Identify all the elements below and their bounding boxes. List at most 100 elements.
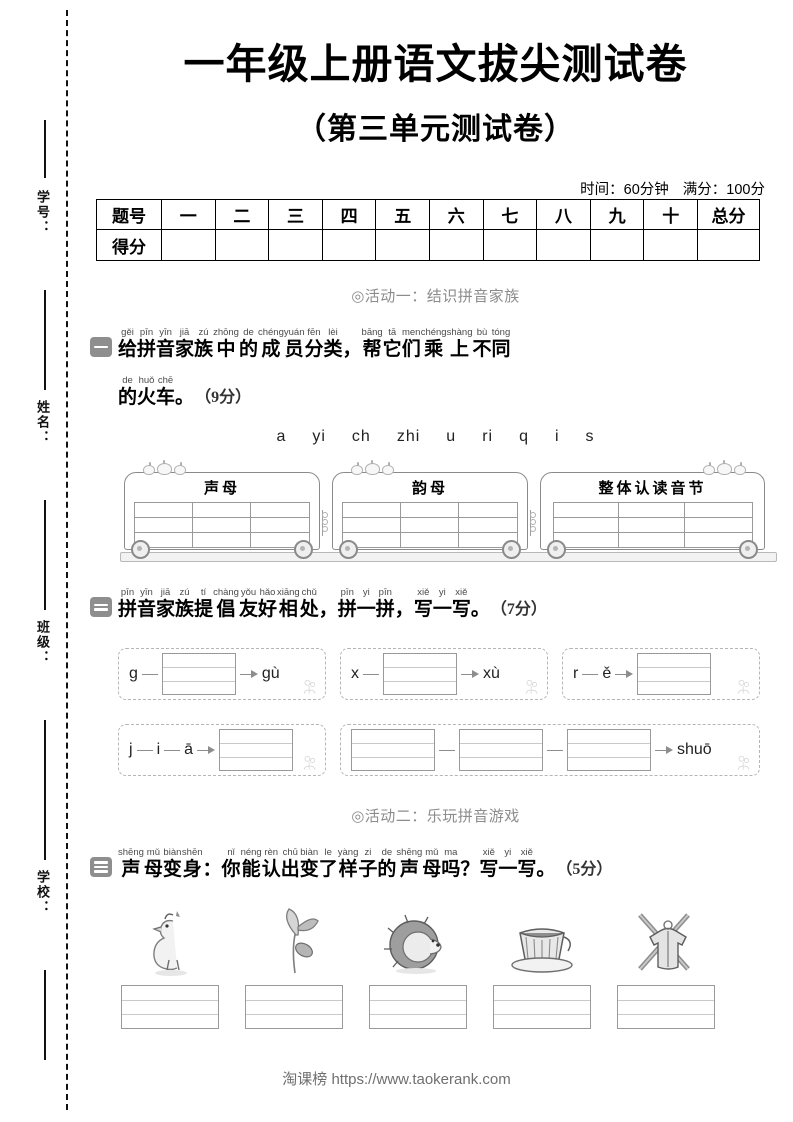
letter-chip: ri xyxy=(482,428,494,445)
answer-grid-2[interactable] xyxy=(342,502,518,548)
score-cell-6[interactable] xyxy=(429,229,484,261)
letter-chip: yi xyxy=(312,428,326,445)
spelling-item-2[interactable]: x xù xyxy=(340,648,548,700)
flower-icon xyxy=(303,679,316,694)
rail-divider xyxy=(44,970,46,1060)
train-car-initials[interactable]: 声母 xyxy=(124,460,320,559)
train-car-finals[interactable]: 韵母 xyxy=(332,460,528,559)
spelling-writebox-3[interactable] xyxy=(637,653,712,695)
score-cell-10[interactable] xyxy=(643,229,699,261)
pinyin-annotation: le xyxy=(324,847,332,858)
spelling-writebox-5a[interactable] xyxy=(351,729,435,771)
pinyin-annotation: biàn xyxy=(300,847,319,858)
train-wheel-icon xyxy=(339,540,358,559)
pinyin-annotation: nǐ xyxy=(227,847,235,858)
picture-answer-box-1[interactable] xyxy=(121,985,219,1029)
pinyin-annotation: chàng xyxy=(213,587,239,598)
pinyin-annotation: shēn xyxy=(181,847,203,858)
spelling-writebox-5c[interactable] xyxy=(567,729,651,771)
train-car-whole-syllables[interactable]: 整体认读音节 xyxy=(540,460,765,559)
question-char: 。 xyxy=(470,599,490,620)
train-car-label-1: 声母 xyxy=(203,481,240,497)
question-badge-1 xyxy=(90,337,112,357)
spelling-item-4[interactable]: j i ā xyxy=(118,724,326,776)
score-cell-5[interactable] xyxy=(375,229,430,261)
score-cell-9[interactable] xyxy=(589,229,645,261)
spelling-writebox-5b[interactable] xyxy=(459,729,543,771)
score-cell-4[interactable] xyxy=(321,229,377,261)
answer-grid-1[interactable] xyxy=(134,502,310,548)
score-cell-8[interactable] xyxy=(536,229,591,261)
pumpkin-decor-icon xyxy=(703,460,746,475)
spelling-mid-4b: ā xyxy=(184,741,194,758)
pinyin-annotation: tā xyxy=(388,327,397,338)
question-char: 乘 xyxy=(424,339,444,360)
spelling-item-1[interactable]: g gù xyxy=(118,648,326,700)
spelling-item-5[interactable]: shuō xyxy=(340,724,760,776)
spelling-writebox-4[interactable] xyxy=(219,729,294,771)
score-cell-3[interactable] xyxy=(268,229,323,261)
letter-chip: zhi xyxy=(396,428,421,445)
pinyin-annotation: zú xyxy=(179,587,190,598)
pinyin-annotation: huǒ xyxy=(138,375,155,386)
score-cell-1[interactable] xyxy=(160,229,216,261)
question-char: 家 xyxy=(156,599,176,620)
score-cell-7[interactable] xyxy=(482,229,538,261)
question-char: 。 xyxy=(175,387,195,408)
question-char: 员 xyxy=(284,339,304,360)
pinyin-annotation: tí xyxy=(200,587,207,598)
question-char: 上 xyxy=(450,339,470,360)
pinyin-annotation: zhōng xyxy=(213,327,239,338)
question-char: 它 xyxy=(382,339,402,360)
chicken-icon xyxy=(116,905,224,977)
question-char: 一 xyxy=(432,599,452,620)
picture-answer-box-3[interactable] xyxy=(369,985,467,1029)
question-char: 帮 xyxy=(362,339,382,360)
score-table: 题号 一 二 三 四 五 六 七 八 九 十 总分 得分 xyxy=(96,199,760,261)
picture-answer-box-5[interactable] xyxy=(617,985,715,1029)
pinyin-annotation: yīn xyxy=(159,327,172,338)
time-limit-label: 时间：60分钟 xyxy=(580,182,669,198)
train-rail xyxy=(120,552,777,562)
question-char: 样 xyxy=(338,859,358,880)
answer-grid-3[interactable] xyxy=(552,502,753,548)
question-char: ， xyxy=(394,599,414,620)
pinyin-annotation: biàn xyxy=(163,847,182,858)
exam-meta: 时间：60分钟 满分：100分 xyxy=(570,178,765,199)
score-cell-2[interactable] xyxy=(214,229,270,261)
picture-answer-box-2[interactable] xyxy=(245,985,343,1029)
question-char: 的 xyxy=(377,859,397,880)
spelling-writebox-2[interactable] xyxy=(383,653,457,695)
pinyin-annotation: tóng xyxy=(491,327,511,338)
cut-line xyxy=(66,10,68,1110)
score-cell-total[interactable] xyxy=(697,229,760,261)
spelling-writebox-1[interactable] xyxy=(161,653,236,695)
question-char: 能 xyxy=(241,859,261,880)
spelling-item-3[interactable]: r ě xyxy=(562,648,760,700)
score-table-col-2: 二 xyxy=(214,199,270,230)
question-char: 吗 xyxy=(441,859,461,880)
picture-answer-box-4[interactable] xyxy=(493,985,591,1029)
pinyin-annotation: ma xyxy=(444,847,458,858)
score-table-col-3: 三 xyxy=(268,199,323,230)
arrow-icon xyxy=(197,746,216,755)
score-table-col-6: 六 xyxy=(429,199,484,230)
arrow-icon xyxy=(461,670,479,679)
pinyin-annotation: jiā xyxy=(160,587,171,598)
